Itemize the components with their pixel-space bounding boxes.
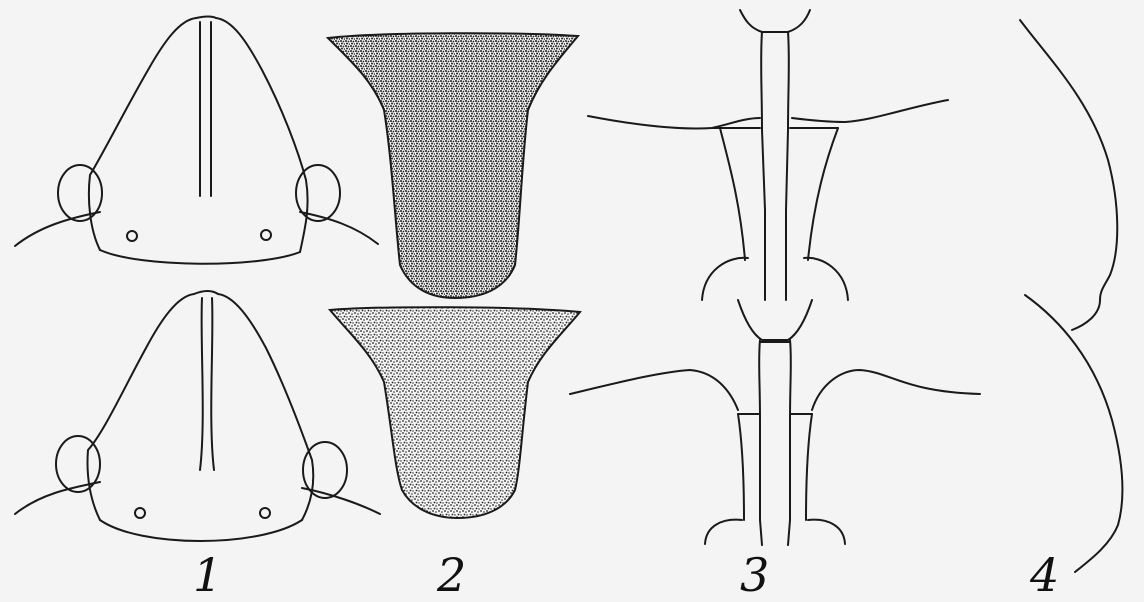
figure-label-2: 2: [437, 552, 466, 598]
fig2-upper-scutellum: [328, 33, 578, 298]
figure-label-3: 3: [740, 552, 769, 598]
fig4-upper-profile: [1020, 20, 1117, 330]
fig1-upper-head: [15, 17, 378, 264]
fig1-lower-ocellus-left: [135, 508, 145, 518]
fig1-upper-ocellus-right: [261, 230, 271, 240]
fig1-lower-suture-right: [211, 298, 214, 470]
figure-label-1: 1: [193, 552, 222, 598]
fig1-upper-pronotum-edge: [100, 250, 300, 264]
fig4-lower-profile: [1025, 295, 1122, 572]
fig1-lower-suture-left: [200, 298, 203, 470]
figure-label-4: 4: [1030, 552, 1059, 598]
fig3-upper-sternum: [588, 10, 948, 300]
fig2-lower-scutellum: [330, 307, 580, 518]
fig1-lower-ocellus-right: [260, 508, 270, 518]
fig1-upper-ocellus-left: [127, 231, 137, 241]
fig1-lower-pronotum-edge: [100, 520, 302, 541]
fig3-lower-sternum: [570, 300, 980, 545]
fig1-lower-head: [15, 291, 380, 541]
